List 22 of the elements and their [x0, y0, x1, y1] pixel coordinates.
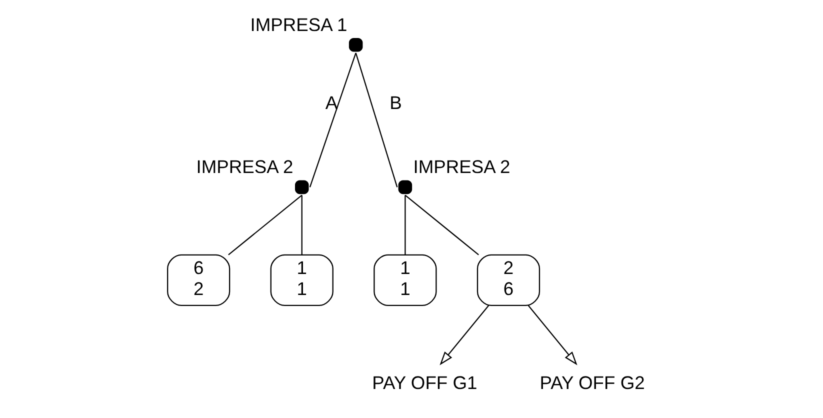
connector — [301, 195, 302, 255]
node-box: 1 1 — [270, 254, 334, 306]
node-circle — [398, 180, 412, 194]
connector — [404, 194, 479, 256]
arrow — [528, 305, 578, 366]
connector — [309, 52, 356, 188]
edge-label: B — [390, 92, 402, 113]
connector — [404, 195, 406, 255]
node-text: PAY OFF G1 — [372, 372, 478, 393]
node-box: 2 6 — [476, 254, 540, 306]
node-label: IMPRESA 2 — [413, 156, 510, 178]
node-box: 6 2 — [167, 254, 230, 306]
node-circle — [348, 38, 363, 52]
node-circle — [295, 180, 309, 194]
node-text: PAY OFF G2 — [540, 372, 645, 393]
node-label: IMPRESA 2 — [196, 156, 294, 178]
edge-label: A — [325, 92, 338, 113]
node-box: 1 1 — [374, 254, 437, 306]
connector — [228, 194, 302, 256]
arrow — [440, 305, 490, 366]
node-label: IMPRESA 1 — [250, 14, 348, 35]
connector — [355, 52, 398, 188]
